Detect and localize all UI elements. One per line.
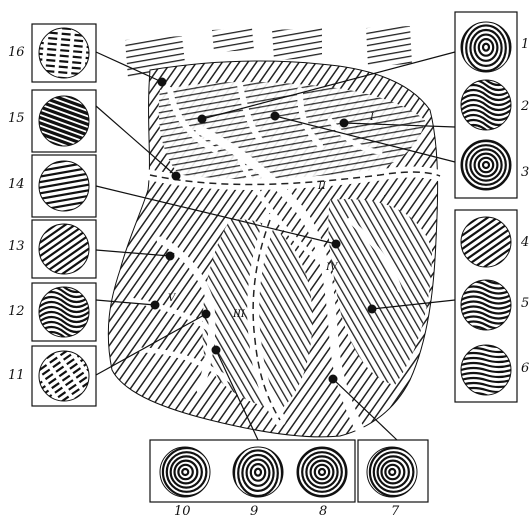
callout-2: 2: [521, 100, 529, 113]
region-mark-i: I: [370, 113, 374, 123]
ridge-pattern-icon-7: [367, 447, 418, 497]
ridge-pattern-icon-8: [297, 447, 347, 497]
callout-8: 8: [319, 505, 327, 518]
callout-11: 11: [8, 369, 25, 382]
callout-16: 16: [8, 46, 25, 59]
callout-4: 4: [521, 236, 529, 249]
region-mark-iii: III: [233, 310, 245, 320]
callout-12: 12: [8, 305, 25, 318]
region-mark-iv: IV: [326, 263, 337, 273]
callout-10: 10: [174, 505, 191, 518]
region-mark-v: V: [168, 294, 175, 304]
region-mark-ii: II: [318, 182, 326, 192]
callout-15: 15: [8, 112, 25, 125]
callout-5: 5: [521, 297, 529, 310]
callout-6: 6: [521, 362, 529, 375]
callout-14: 14: [8, 178, 25, 191]
callout-9: 9: [250, 505, 258, 518]
ridge-pattern-icon-3: [461, 140, 511, 190]
callout-1: 1: [521, 38, 529, 51]
ridge-pattern-icon-10: [160, 447, 211, 497]
callout-3: 3: [521, 166, 529, 179]
callout-13: 13: [8, 240, 25, 253]
callout-7: 7: [391, 505, 399, 518]
